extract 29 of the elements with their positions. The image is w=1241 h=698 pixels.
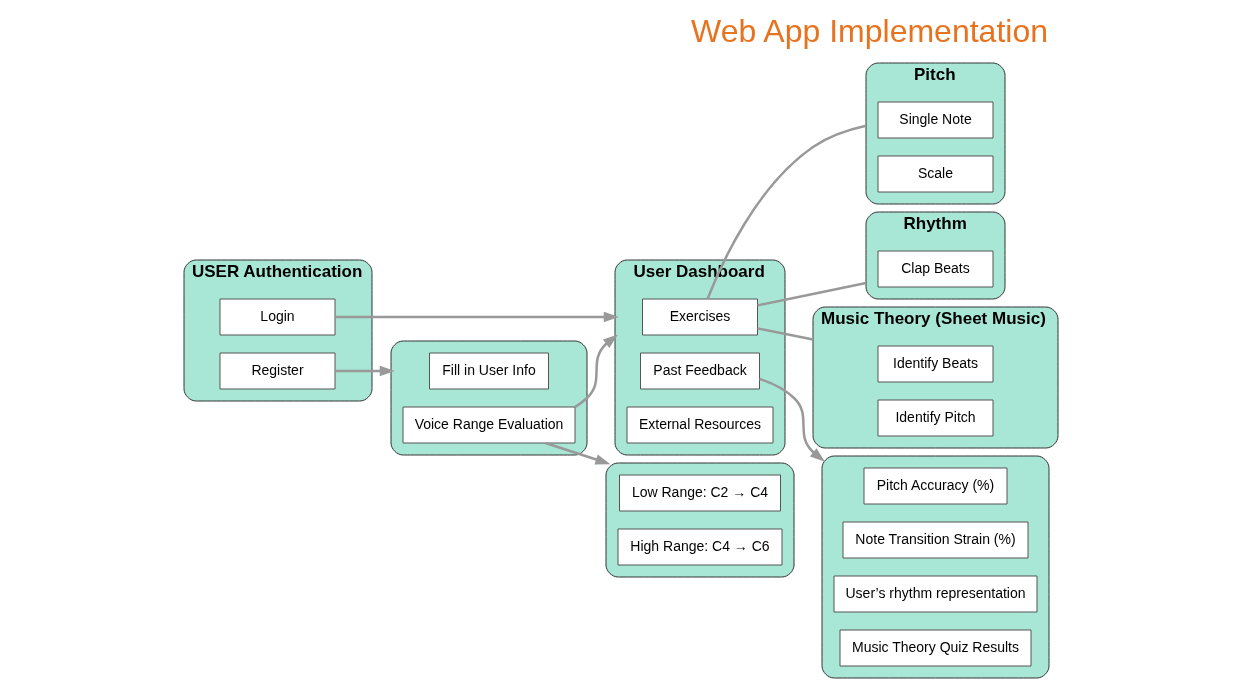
node-box: High Range: C4 → C6 <box>617 528 782 566</box>
node-box: Low Range: C2 → C4 <box>618 474 781 512</box>
node-box: Identify Pitch <box>877 399 993 437</box>
node-box: Music Theory Quiz Results <box>839 629 1031 667</box>
diagram-title: Web App Implementation <box>690 12 1048 49</box>
node-box: Login <box>219 298 335 336</box>
connector <box>705 124 866 300</box>
node-box: Fill in User Info <box>428 352 549 390</box>
connector <box>756 281 866 307</box>
cluster <box>605 462 794 578</box>
node-box: User’s rhythm representation <box>833 575 1037 613</box>
arrow <box>544 441 610 465</box>
node-box: Pitch Accuracy (%) <box>863 467 1007 505</box>
arrow <box>334 311 619 323</box>
connector <box>756 327 813 341</box>
node-box: Exercises <box>641 298 758 336</box>
cluster <box>821 455 1049 679</box>
node-box: Register <box>219 352 335 390</box>
arrow <box>334 365 395 377</box>
node-box: Note Transition Strain (%) <box>842 521 1028 559</box>
node-box: Scale <box>877 155 993 193</box>
node-box: Clap Beats <box>877 250 993 288</box>
node-box: Identify Beats <box>877 345 993 383</box>
node-box: Single Note <box>877 101 993 139</box>
node-box: External Resources <box>626 406 773 444</box>
cluster <box>390 340 587 456</box>
arrow <box>758 377 825 462</box>
node-box: Past Feedback <box>639 352 760 390</box>
node-box: Voice Range Evaluation <box>402 406 575 444</box>
